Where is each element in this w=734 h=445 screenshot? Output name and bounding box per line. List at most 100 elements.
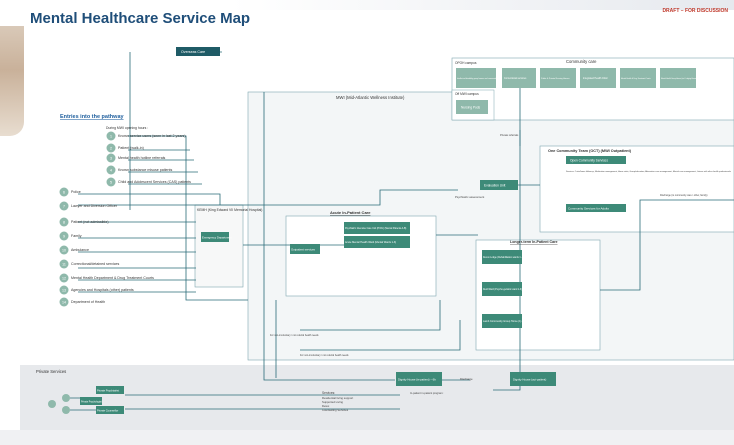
- entry-marker-11: [59, 259, 69, 269]
- private-refer-text: Private referrals: [500, 133, 519, 137]
- emergency-dept-box: [201, 232, 229, 242]
- private-1-text: Private Psychiatrist: [97, 389, 119, 393]
- community-box-6: [660, 68, 696, 88]
- community-box-2: [502, 68, 536, 88]
- entry-label-8: Patient (not admissible): [71, 220, 109, 224]
- private-marker-2: [62, 406, 70, 414]
- entry-num-12: 12: [62, 276, 66, 280]
- community-box-3: [540, 68, 576, 88]
- during-hours-label: During MWI opening hours :: [106, 126, 148, 130]
- services-item-2: Supported Living: [322, 400, 343, 404]
- nursing-pods-box: [456, 100, 488, 114]
- discharge-text: Discharge: [460, 377, 473, 381]
- services-item-1: Residential living support: [322, 396, 353, 400]
- entry-label-6: Police: [71, 190, 81, 194]
- private-marker-1: [62, 394, 70, 402]
- services-item-4: Counselling Services: [322, 408, 349, 412]
- private-services-label: Private Services: [36, 369, 66, 374]
- community-box-3-text: Public & Private Nursing Homes: [541, 77, 569, 80]
- outpatient-services-text: Outpatient services: [291, 248, 316, 252]
- longer-1-box: [482, 250, 522, 264]
- primary-nodes: [80, 47, 626, 414]
- entry-marker-7: [59, 201, 69, 211]
- entry-num-8: 8: [63, 220, 65, 224]
- longer-term-label: Longer-term In-Patient Care: [510, 240, 558, 244]
- entry-marker-10: [59, 245, 69, 255]
- community-box-4-text: Integrated Health Clinic: [583, 77, 609, 80]
- entry-num-14: 14: [62, 300, 66, 304]
- opd-campus-label: OPOH campus: [455, 61, 477, 65]
- entry-num-4: 4: [110, 168, 112, 172]
- oct-services-box: [566, 156, 626, 164]
- entry-num-3: 3: [110, 156, 112, 160]
- entry-marker-1: [106, 131, 116, 141]
- community-box-1-text: Intellectual disability group homes and …: [457, 77, 497, 80]
- entry-marker-5: [106, 177, 116, 187]
- entry-num-11: 11: [62, 262, 66, 266]
- non-involuntary-2-text: For non-involuntary / not referral healt…: [300, 354, 349, 357]
- overseas-care-box: [176, 47, 220, 56]
- community-adult-box: [566, 204, 626, 212]
- longer-3-text: Lamb Community Group Home (1): [483, 320, 522, 323]
- psych-assessment-text: Psychiatric assessment: [455, 195, 484, 199]
- entry-marker-3: [106, 153, 116, 163]
- entries-title: Entries into the pathway: [60, 114, 125, 120]
- longer-3-box: [482, 314, 522, 328]
- entry-num-7: 7: [63, 204, 65, 208]
- entry-label-10: Ambulance: [71, 248, 89, 252]
- community-box-5: [620, 68, 656, 88]
- entry-num-1: 1: [110, 134, 112, 138]
- entry-label-1: Known service users (seen in last 2 year…: [118, 134, 186, 138]
- entry-marker-4: [106, 165, 116, 175]
- nursing-pods-text: Nursing Pods: [461, 106, 481, 110]
- entry-label-4: Known substance misuse patients: [118, 168, 173, 172]
- oct-label: One Community Team (OCT) (MWI Outpatient…: [548, 149, 632, 153]
- acute-ward-1-box: [344, 222, 410, 234]
- private-1-box: [96, 386, 124, 394]
- entry-labels: Entries into the pathway During MWI open…: [60, 114, 191, 304]
- community-box-1: [456, 68, 496, 88]
- off-campus-label: Off MWI campus: [455, 92, 479, 96]
- entry-label-12: Mental Health Department & Drug Treatmen…: [71, 276, 154, 280]
- page-title: Mental Healthcare Service Map: [30, 10, 251, 27]
- services-item-3: Detox: [322, 404, 330, 408]
- entry-marker-labels: 1 2 3 4 5 6 7 8 9 10 11 12 13 14: [62, 134, 112, 304]
- dignity-comm-box: [510, 372, 556, 386]
- entry-marker-13: [59, 285, 69, 295]
- community-box-5-text: Mental Health & Drug Treatment Courts: [621, 77, 651, 80]
- kemh-label: KEMH (King Edward VII Memorial Hospital): [197, 208, 262, 212]
- oct-services-list: Services: Crisis/home follow-up, Medicat…: [566, 170, 731, 173]
- entry-num-2: 2: [110, 146, 112, 150]
- draft-label: DRAFT – FOR DISCUSSION: [662, 8, 728, 14]
- node-labels: Overseas Care Emergency Department Outpa…: [81, 50, 609, 413]
- private-marker-3: [48, 400, 56, 408]
- entry-label-7: Lawyer and Diversion Officer: [71, 204, 118, 208]
- kemh-region: [194, 204, 244, 288]
- top-banner-strip: [230, 0, 734, 10]
- non-involuntary-text: For non-involuntary / not referral healt…: [270, 334, 319, 337]
- private-2-text: Private Psychologist: [81, 401, 102, 404]
- entry-marker-2: [106, 143, 116, 153]
- entry-marker-14: [59, 297, 69, 307]
- community-box-2-text: Correctional services: [504, 77, 527, 80]
- acute-ward-1-text: Psychiatric Intensive Care Unit (PICU) (…: [345, 227, 407, 230]
- emergency-dept-text: Emergency Department: [202, 236, 232, 240]
- oct-services-text: Open Community Services: [570, 159, 608, 163]
- discharge-comm-text: Discharge (to community care / other, fa…: [660, 194, 708, 197]
- acute-ward-2-box: [344, 236, 410, 248]
- connector-lines: [70, 51, 734, 411]
- longer-2-text: Reid Ward (Psycho-geriatric ward 1-3): [483, 288, 522, 291]
- entry-label-5: Child and Adolescent Services (CAS) pati…: [118, 180, 191, 184]
- longer-1-text: Devon Lodge (Rehabilitation wards 1 - 4): [483, 256, 525, 259]
- dignity-acute-text: Dignity House (in-patient) – 6b: [398, 378, 436, 382]
- community-adult-text: Community Services for Adults: [568, 207, 609, 211]
- entry-markers: [48, 131, 116, 414]
- evaluation-unit-box: [480, 180, 518, 190]
- dignity-comm-text: Dignity House (out-patient): [513, 378, 546, 382]
- private-2-box: [80, 397, 102, 405]
- community-care-region: [451, 57, 734, 121]
- entry-num-5: 5: [110, 180, 112, 184]
- overseas-care-text: Overseas Care: [181, 50, 205, 54]
- entry-marker-12: [59, 273, 69, 283]
